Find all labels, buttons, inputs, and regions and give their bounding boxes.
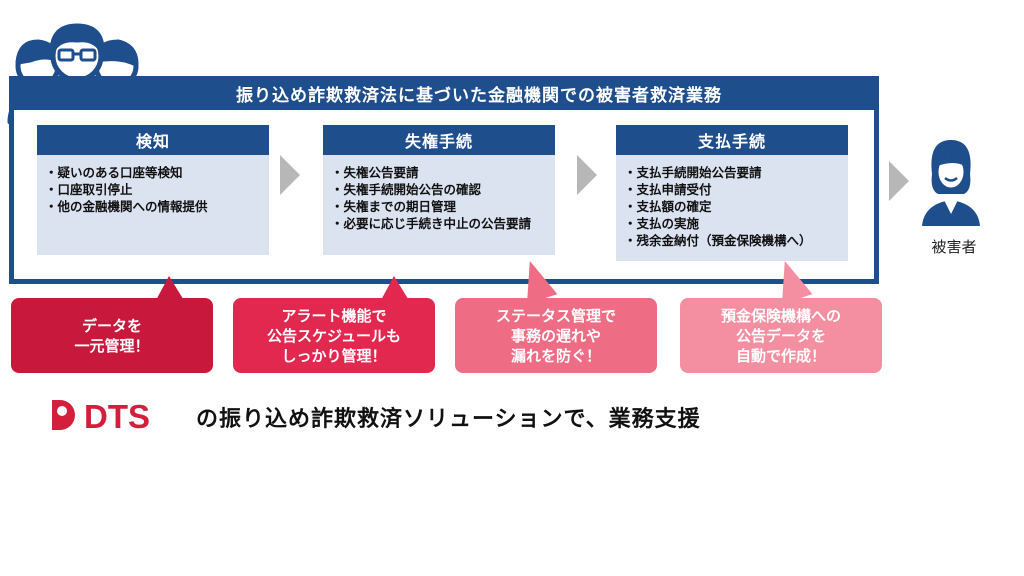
step-items: ・疑いのある口座等検知 ・口座取引停止 ・他の金融機関への情報提供	[37, 155, 269, 255]
step-title: 検知	[37, 125, 269, 155]
step-item: ・失権手続開始公告の確認	[331, 182, 482, 197]
arrow-right-icon	[280, 155, 300, 195]
callout-bubble: 預金保険機構への 公告データを 自動で作成！	[680, 298, 882, 373]
step-item: ・口座取引停止	[45, 182, 133, 197]
step-item: ・失権までの期日管理	[331, 199, 457, 214]
step-item: ・支払申請受付	[624, 182, 712, 197]
victim-person-icon	[922, 140, 980, 226]
callout-bubble: ステータス管理で 事務の遅れや 漏れを防ぐ！	[455, 298, 657, 373]
callout-line: 預金保険機構への	[720, 306, 841, 325]
step-title: 支払手続	[616, 125, 848, 155]
callout-line: しっかり管理！	[281, 346, 387, 365]
step-item: ・失権公告要請	[331, 165, 419, 180]
callout-bubble: アラート機能で 公告スケジュールも しっかり管理！	[233, 298, 435, 373]
victim-label: 被害者	[931, 238, 977, 256]
callout-bubble: データを 一元管理！	[11, 298, 213, 373]
step-item: ・必要に応じ手続き中止の公告要請	[331, 216, 532, 231]
arrow-right-icon	[889, 161, 909, 201]
dts-logo: DTS	[52, 398, 150, 433]
step-item: ・他の金融機関への情報提供	[45, 199, 208, 214]
arrow-right-icon	[577, 155, 597, 195]
step-items: ・支払手続開始公告要請 ・支払申請受付 ・支払額の確定 ・支払の実施 ・残余金納…	[616, 155, 848, 261]
callout-line: 公告データを	[735, 326, 826, 345]
bubble-tail	[380, 276, 410, 302]
step-item: ・支払手続開始公告要請	[624, 165, 762, 180]
step-items: ・失権公告要請 ・失権手続開始公告の確認 ・失権までの期日管理 ・必要に応じ手続…	[323, 155, 555, 255]
step-title: 失権手続	[323, 125, 555, 155]
svg-text:DTS: DTS	[84, 398, 150, 433]
main-title: 振り込め詐欺救済法に基づいた金融機関での被害者救済業務	[9, 76, 879, 110]
footer-tagline: の振り込め詐欺救済ソリューションで、業務支援	[196, 407, 701, 432]
callout-line: 一元管理！	[74, 336, 150, 355]
step-item: ・支払の実施	[624, 216, 700, 231]
step-item: ・疑いのある口座等検知	[45, 165, 183, 180]
callout-line: ステータス管理で	[495, 306, 616, 325]
step-item: ・支払額の確定	[624, 199, 712, 214]
step-detection: 検知 ・疑いのある口座等検知 ・口座取引停止 ・他の金融機関への情報提供	[37, 125, 269, 255]
callout-line: データを	[81, 316, 142, 335]
callout-line: アラート機能で	[281, 306, 387, 325]
step-item: ・残余金納付（預金保険機構へ）	[624, 233, 812, 248]
step-payment: 支払手続 ・支払手続開始公告要請 ・支払申請受付 ・支払額の確定 ・支払の実施 …	[616, 125, 848, 261]
bubble-tail	[155, 276, 185, 302]
callout-line: 事務の遅れや	[510, 326, 601, 345]
callout-line: 自動で作成！	[735, 346, 826, 365]
step-forfeiture: 失権手続 ・失権公告要請 ・失権手続開始公告の確認 ・失権までの期日管理 ・必要…	[323, 125, 555, 255]
callout-line: 公告スケジュールも	[267, 326, 401, 345]
callout-line: 漏れを防ぐ！	[510, 346, 601, 365]
